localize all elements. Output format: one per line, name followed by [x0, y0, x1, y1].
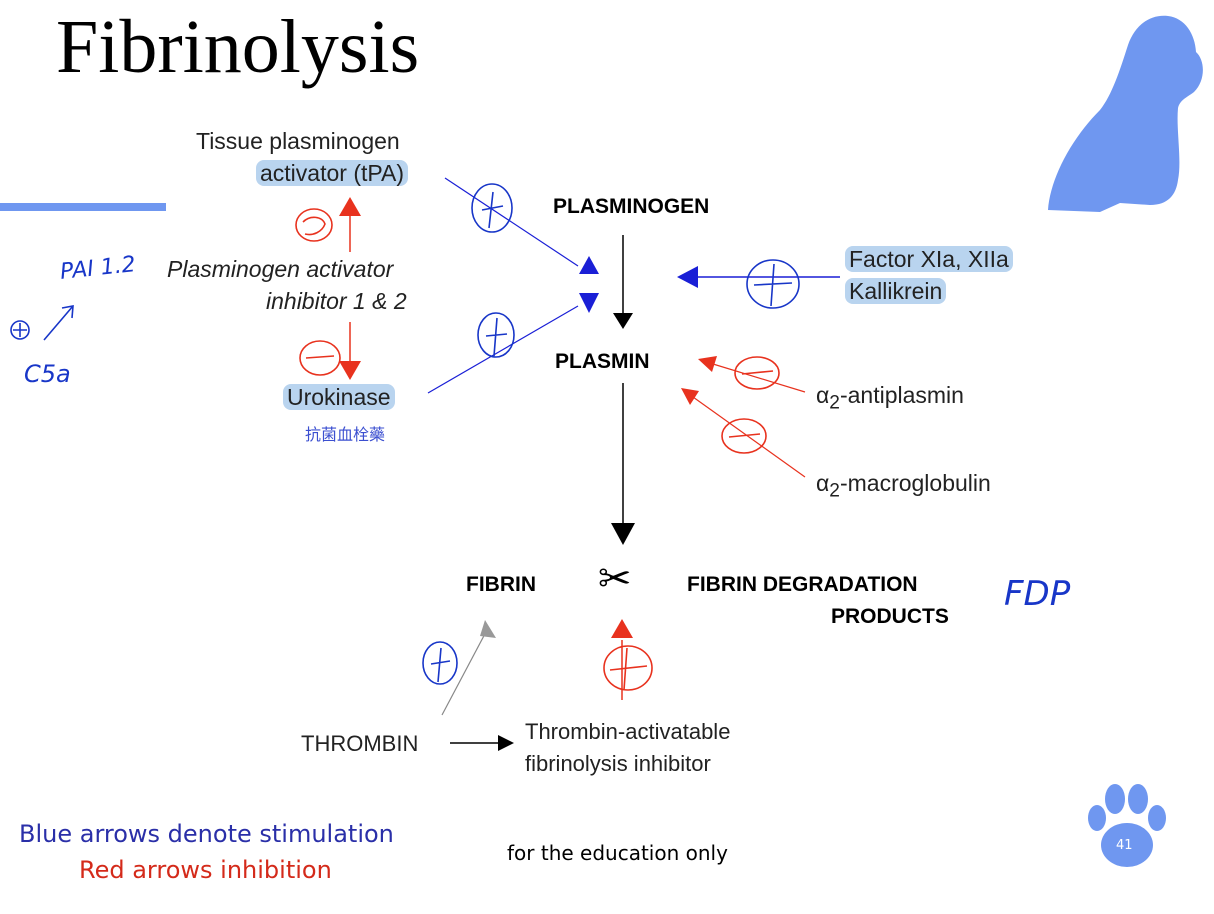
macroglobulin-text: -macroglobulin: [839, 470, 991, 496]
factor-stimulation-arrowhead: [677, 266, 698, 288]
alpha-subscript: 2: [829, 480, 840, 502]
antiplasmin-label: α2-antiplasmin: [816, 382, 964, 415]
kallikrein-highlight: Kallikrein: [845, 278, 947, 304]
thrombin-to-fibrin-arrowhead: [480, 620, 496, 638]
tafi-inhibition-arrowhead: [611, 619, 633, 638]
alpha-subscript: 2: [829, 392, 840, 414]
fdp-node-line2: PRODUCTS: [831, 605, 949, 628]
urokinase-highlight: Urokinase: [283, 384, 395, 410]
alpha-symbol: α: [816, 382, 830, 408]
footer-note: for the education only: [507, 841, 728, 865]
stimulation-arrowhead-up: [579, 256, 599, 274]
factor-label-line2: Kallikrein: [845, 278, 947, 305]
plasminogen-node: PLASMINOGEN: [553, 195, 710, 218]
macroglobulin-label: α2-macroglobulin: [816, 470, 991, 503]
antiplasmin-inhibition-arrowhead: [698, 356, 717, 372]
fdp-node-line1: FIBRIN DEGRADATION: [687, 573, 918, 596]
stimulation-arrowhead-down: [579, 293, 599, 313]
tafi-label-line2: fibrinolysis inhibitor: [525, 751, 711, 776]
scissors-icon: ✂: [598, 556, 632, 602]
tpa-label-line2: activator (tPA): [256, 160, 408, 187]
handwritten-c5a-note: C5a: [24, 360, 71, 388]
macroglobulin-inhibition-arrow: [692, 396, 806, 478]
urokinase-stimulation-arrow: [427, 305, 579, 394]
legend-stimulation: Blue arrows denote stimulation: [19, 820, 394, 848]
tpa-stimulation-arrow: [444, 177, 579, 267]
page-number: 41: [1116, 838, 1133, 853]
plasmin-to-fibrin-arrowhead: [611, 523, 635, 545]
pai-inhibits-tpa-arrowhead: [339, 197, 361, 216]
thrombin-to-tafi-arrowhead: [498, 735, 514, 751]
fibrin-node: FIBRIN: [466, 573, 536, 596]
handwritten-fdp-note: FDP: [1004, 574, 1071, 614]
plasminogen-to-plasmin-arrowhead: [613, 313, 633, 329]
urokinase-note: 抗菌血栓藥: [305, 427, 386, 444]
pai-label-line1: Plasminogen activator: [167, 256, 394, 282]
thrombin-node: THROMBIN: [301, 731, 419, 756]
plasmin-node: PLASMIN: [555, 350, 650, 373]
antiplasmin-text: -antiplasmin: [839, 382, 964, 408]
accent-bar: [0, 203, 166, 211]
factor-highlight: Factor XIa, XIIa: [845, 246, 1013, 272]
thrombin-to-fibrin-arrow: [441, 629, 488, 716]
pai-inhibits-urokinase-arrowhead: [339, 361, 361, 380]
legend-inhibition: Red arrows inhibition: [79, 856, 332, 884]
dog-silhouette-icon: [1048, 15, 1203, 212]
antiplasmin-inhibition-arrow: [712, 363, 806, 393]
factor-label-line1: Factor XIa, XIIa: [845, 246, 1013, 273]
pai-label-line2: inhibitor 1 & 2: [266, 288, 407, 314]
tpa-highlight: activator (tPA): [256, 160, 408, 186]
urokinase-label: Urokinase: [283, 384, 395, 411]
paw-print-icon: [1088, 784, 1166, 867]
macroglobulin-inhibition-arrowhead: [681, 388, 699, 405]
handwritten-plus-marks: [10, 183, 800, 685]
alpha-symbol: α: [816, 470, 830, 496]
slide-title: Fibrinolysis: [56, 5, 420, 89]
handwritten-minus-marks: [295, 208, 780, 691]
tafi-label-line1: Thrombin-activatable: [525, 719, 731, 744]
tpa-label-line1: Tissue plasminogen: [196, 128, 400, 154]
